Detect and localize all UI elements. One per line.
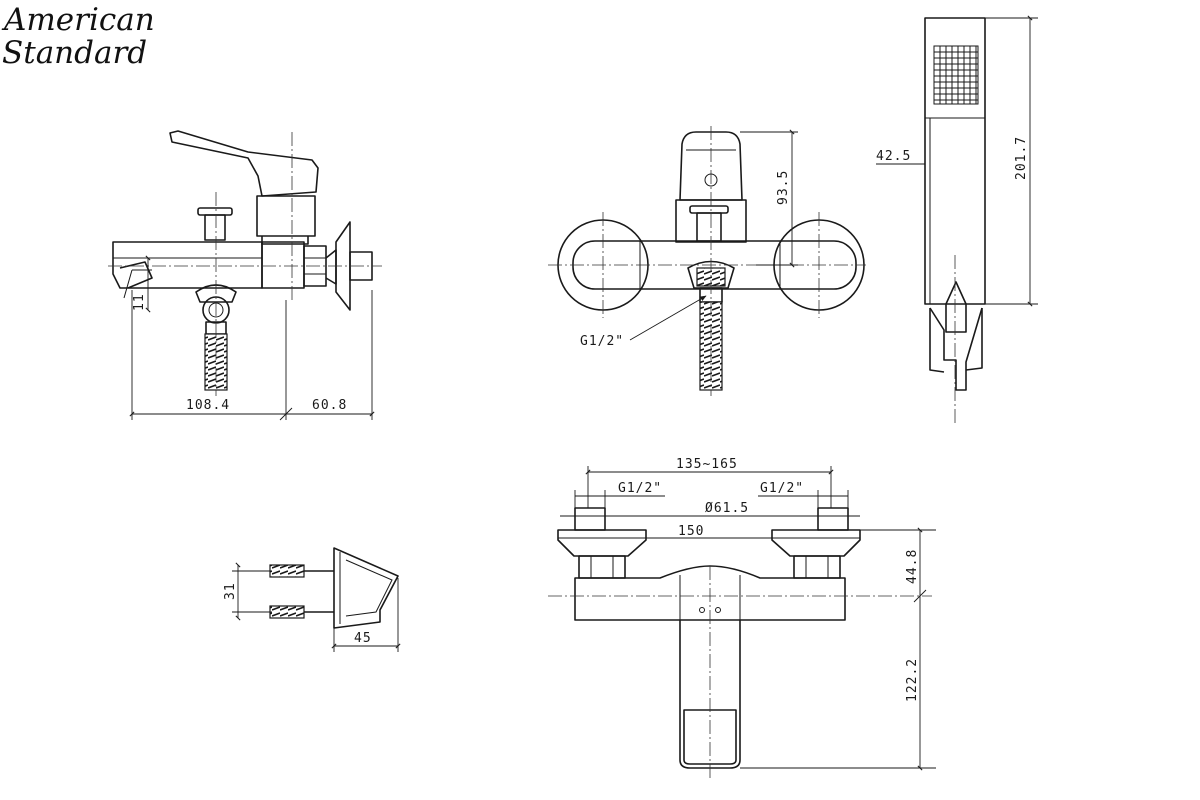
hand-shower-view: 42.5 201.7 — [876, 15, 1038, 424]
dim-spout-height: 11 — [132, 293, 147, 311]
top-view: 135~165 G1/2" G1/2" Ø61.5 150 44.8 122.2 — [548, 457, 936, 778]
dim-wall-depth: 60.8 — [312, 398, 347, 413]
dim-spout-depth: 108.4 — [186, 398, 230, 413]
wall-holder-view: 31 45 — [223, 547, 401, 652]
wall-anchor-top — [269, 564, 334, 578]
dim-handle-length: 122.2 — [905, 658, 920, 702]
dim-wall-to-axis: 44.8 — [905, 549, 920, 584]
dim-outlet-thread: G1/2" — [580, 334, 624, 349]
dim-holder-spacing: 31 — [223, 582, 238, 600]
dim-handshower-length: 201.7 — [1014, 136, 1029, 180]
dim-inlet-left: G1/2" — [618, 481, 662, 496]
dim-body-width: 150 — [678, 524, 704, 539]
brand-line-1: American — [1, 2, 155, 38]
dim-escutcheon-dia: Ø61.5 — [705, 501, 749, 516]
wall-anchor-bottom — [269, 605, 334, 619]
dim-body-height: 93.5 — [776, 170, 791, 205]
side-view: 11 108.4 60.8 — [108, 130, 382, 421]
nozzle-grid — [933, 45, 979, 105]
dim-inlet-right: G1/2" — [760, 481, 804, 496]
dim-holder-depth: 45 — [354, 631, 372, 646]
dim-handshower-width: 42.5 — [876, 149, 911, 164]
brand-logo: American Standard — [1, 2, 155, 71]
dim-centres-range: 135~165 — [676, 457, 738, 472]
brand-line-2: Standard — [2, 35, 147, 71]
front-view: 93.5 G1/2" — [548, 126, 866, 396]
